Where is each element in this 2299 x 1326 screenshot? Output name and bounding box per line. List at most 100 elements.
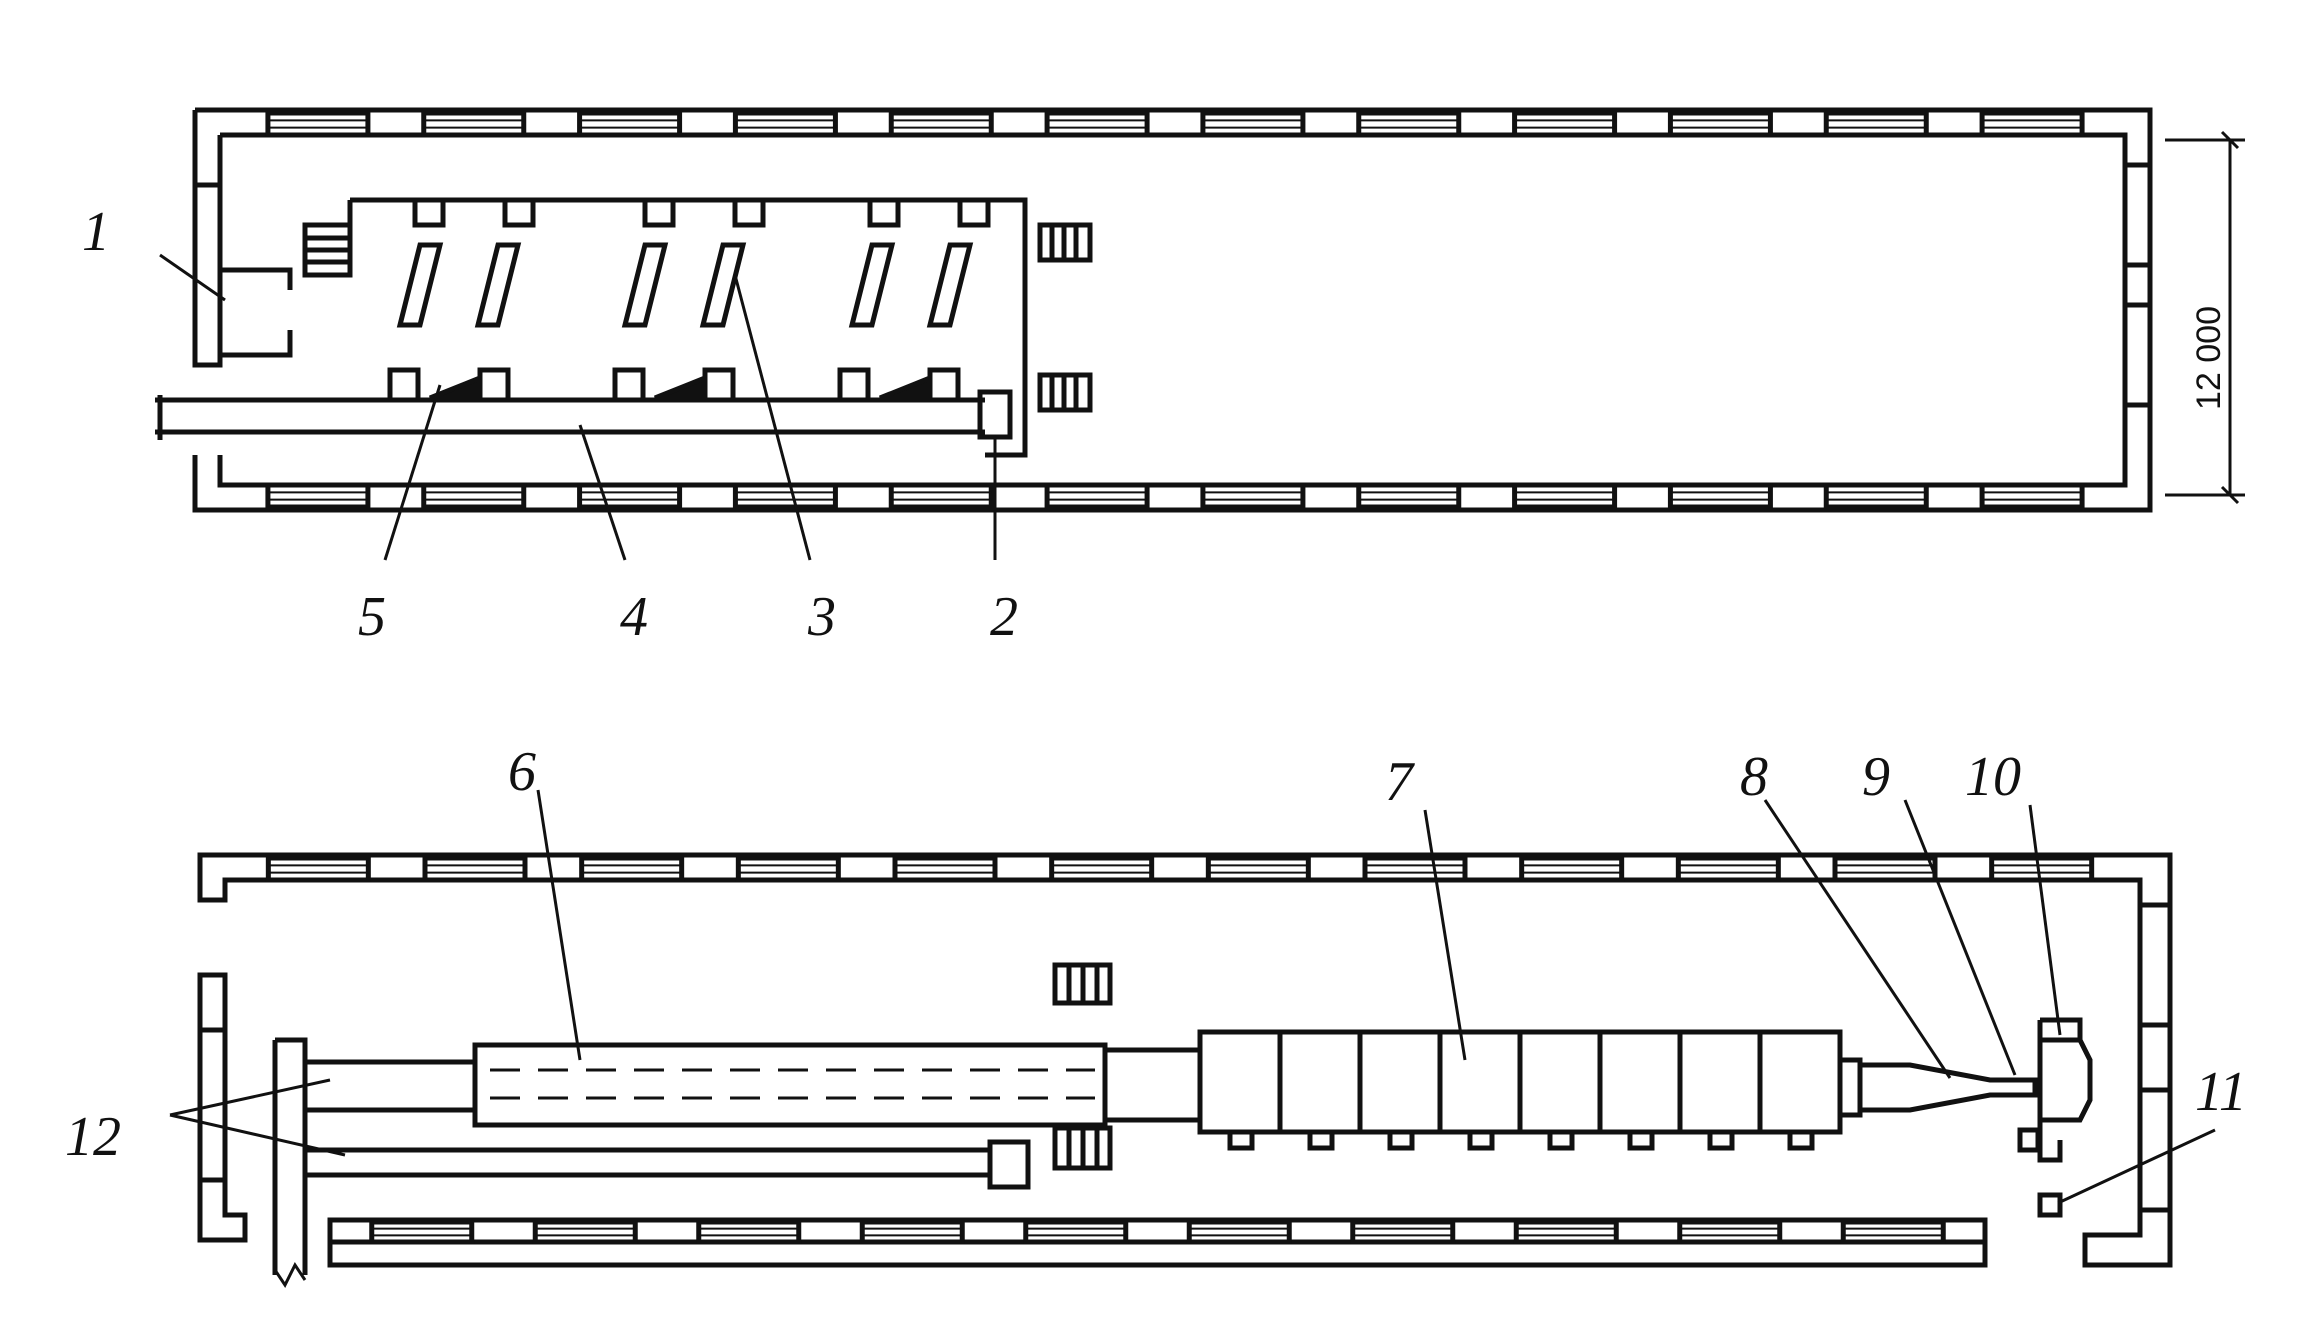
window bbox=[369, 1219, 475, 1245]
window bbox=[1675, 855, 1781, 883]
window bbox=[421, 482, 527, 510]
window-west bbox=[192, 182, 223, 368]
window-east-2 bbox=[2122, 302, 2153, 408]
window bbox=[1200, 110, 1306, 138]
studs-north bbox=[412, 197, 991, 228]
furnace-foot bbox=[1707, 1129, 1735, 1151]
stair-bottom-2 bbox=[1052, 1125, 1113, 1171]
furnace-section bbox=[1677, 1029, 1763, 1135]
window bbox=[265, 110, 371, 138]
window-east-b1 bbox=[2137, 902, 2173, 1028]
window bbox=[1362, 855, 1468, 883]
furnace-section bbox=[1517, 1029, 1603, 1135]
stud bbox=[412, 197, 446, 228]
dimension-line bbox=[2165, 130, 2245, 505]
stud bbox=[927, 367, 961, 403]
window bbox=[1823, 110, 1929, 138]
stud bbox=[502, 197, 536, 228]
furnace-foot bbox=[1387, 1129, 1415, 1151]
window bbox=[1200, 482, 1306, 510]
window bbox=[696, 1219, 802, 1245]
window bbox=[1823, 482, 1929, 510]
callout-labels: 1 2 3 4 5 6 7 8 9 10 11 12 bbox=[65, 201, 2247, 1168]
furnace-foot bbox=[1547, 1129, 1575, 1151]
furnace-end bbox=[1837, 1057, 1863, 1118]
window bbox=[1832, 855, 1938, 883]
bottom-windows-south bbox=[369, 1219, 1946, 1245]
top-windows-south bbox=[265, 482, 2085, 510]
furnace-section bbox=[1277, 1029, 1363, 1135]
window bbox=[1840, 1219, 1946, 1245]
window bbox=[732, 482, 838, 510]
window bbox=[1205, 855, 1311, 883]
window bbox=[577, 110, 683, 138]
slanted-unit bbox=[396, 242, 444, 328]
stair-bottom-1 bbox=[1052, 962, 1113, 1006]
cylinder-6 bbox=[472, 1042, 1108, 1128]
window bbox=[1049, 855, 1155, 883]
stud bbox=[387, 367, 421, 403]
label-7: 7 bbox=[1385, 751, 1415, 813]
furnace-section bbox=[1757, 1029, 1843, 1135]
window bbox=[1350, 1219, 1456, 1245]
furnace-foot bbox=[1467, 1129, 1495, 1151]
window bbox=[265, 482, 371, 510]
studs-south bbox=[387, 367, 961, 403]
unit-10 bbox=[2037, 1017, 2093, 1163]
window bbox=[579, 855, 685, 883]
window bbox=[892, 855, 998, 883]
window bbox=[1023, 1219, 1129, 1245]
wedge bbox=[654, 374, 708, 401]
window bbox=[1512, 110, 1618, 138]
end-block bbox=[987, 1139, 1031, 1190]
gate-column bbox=[272, 1037, 308, 1275]
window bbox=[1512, 482, 1618, 510]
label-10: 10 bbox=[1965, 746, 2021, 808]
window bbox=[732, 110, 838, 138]
label-9: 9 bbox=[1862, 746, 1890, 808]
label-5: 5 bbox=[358, 586, 386, 648]
window bbox=[1677, 1219, 1783, 1245]
slanted-unit bbox=[621, 242, 669, 328]
window-east-1 bbox=[2122, 162, 2153, 268]
stair-right-1 bbox=[1037, 222, 1093, 263]
window bbox=[1356, 110, 1462, 138]
stud bbox=[642, 197, 676, 228]
furnace-foot bbox=[1227, 1129, 1255, 1151]
window bbox=[421, 110, 527, 138]
dimension-text: 12 000 bbox=[2190, 306, 2228, 410]
furnace-section bbox=[1197, 1029, 1283, 1135]
stud bbox=[612, 367, 646, 403]
unit-11 bbox=[2037, 1192, 2063, 1218]
stud bbox=[477, 367, 511, 403]
stud bbox=[867, 197, 901, 228]
label-4: 4 bbox=[620, 586, 648, 648]
stud bbox=[837, 367, 871, 403]
window bbox=[1667, 110, 1773, 138]
nozzle-8 bbox=[1857, 1062, 2038, 1113]
window bbox=[1513, 1219, 1619, 1245]
label-6: 6 bbox=[508, 741, 536, 803]
stair-right-2 bbox=[1037, 372, 1093, 413]
label-3: 3 bbox=[807, 586, 836, 648]
label-1: 1 bbox=[82, 201, 110, 263]
top-outer-wall bbox=[192, 107, 2153, 513]
slanted-unit bbox=[926, 242, 974, 328]
window bbox=[888, 110, 994, 138]
top-windows-north bbox=[265, 110, 2085, 138]
slanted-units bbox=[396, 242, 974, 328]
stair-left bbox=[302, 222, 353, 278]
top-leaders bbox=[159, 253, 997, 561]
window bbox=[1989, 855, 2095, 883]
window bbox=[532, 1219, 638, 1245]
window bbox=[735, 855, 841, 883]
window bbox=[1979, 482, 2085, 510]
furnace-foot bbox=[1627, 1129, 1655, 1151]
window bbox=[888, 482, 994, 510]
top-plan bbox=[155, 107, 2245, 513]
stud bbox=[702, 367, 736, 403]
window bbox=[1044, 110, 1150, 138]
window bbox=[859, 1219, 965, 1245]
furnace-foot bbox=[1787, 1129, 1815, 1151]
label-12: 12 bbox=[65, 1106, 121, 1168]
